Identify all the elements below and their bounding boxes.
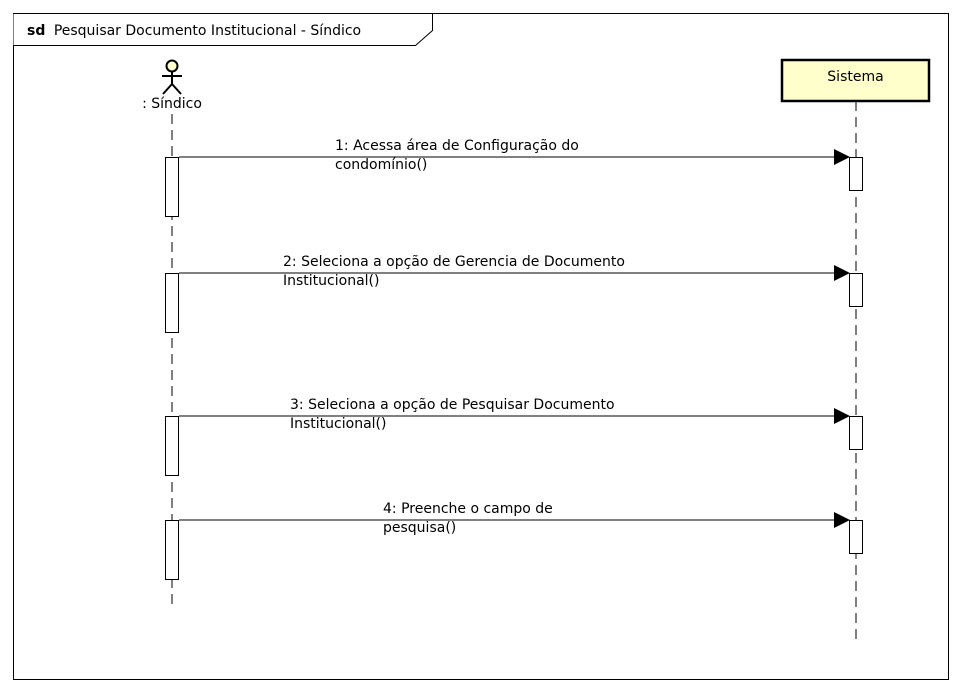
stick-figure-actor-icon bbox=[162, 59, 182, 95]
system-activation-bar bbox=[849, 416, 863, 450]
actor-activation-bar bbox=[165, 520, 179, 580]
message-label-line1: 2: Seleciona a opção de Gerencia de Docu… bbox=[283, 254, 625, 270]
arrowhead-icon bbox=[834, 408, 850, 424]
message-1: 1: Acessa área de Configuração do condom… bbox=[179, 138, 850, 173]
frame-title-text: Pesquisar Documento Institucional - Sínd… bbox=[54, 23, 361, 39]
frame-keyword: sd bbox=[27, 23, 45, 39]
system-activation-bar bbox=[849, 520, 863, 554]
actor-activation-bar bbox=[165, 157, 179, 217]
system-activation-bar bbox=[849, 273, 863, 307]
arrowhead-icon bbox=[834, 149, 850, 165]
arrowhead-icon bbox=[834, 512, 850, 528]
actor-label: : Síndico bbox=[142, 96, 202, 112]
message-3: 3: Seleciona a opção de Pesquisar Docume… bbox=[179, 397, 850, 432]
message-label-line2: Institucional() bbox=[283, 273, 379, 289]
actor-activation-bar bbox=[165, 416, 179, 476]
message-2: 2: Seleciona a opção de Gerencia de Docu… bbox=[179, 254, 850, 289]
diagram-frame bbox=[13, 13, 949, 680]
message-label-line1: 3: Seleciona a opção de Pesquisar Docume… bbox=[290, 397, 615, 413]
message-4: 4: Preenche o campo de pesquisa() bbox=[179, 501, 850, 536]
arrowhead-icon bbox=[834, 265, 850, 281]
message-label-line2: pesquisa() bbox=[383, 520, 456, 536]
frame-title-tab bbox=[13, 13, 433, 46]
frame-title: sd Pesquisar Documento Institucional - S… bbox=[27, 23, 361, 39]
system-label: Sistema bbox=[827, 69, 883, 85]
system-activation-bar bbox=[849, 157, 863, 191]
actor-activation-bar bbox=[165, 273, 179, 333]
system-lifeline-head bbox=[780, 58, 931, 103]
message-label-line2: Institucional() bbox=[290, 416, 386, 432]
message-label-line2: condomínio() bbox=[335, 157, 427, 173]
message-label-line1: 4: Preenche o campo de bbox=[383, 501, 553, 517]
message-label-line1: 1: Acessa área de Configuração do bbox=[335, 138, 579, 154]
